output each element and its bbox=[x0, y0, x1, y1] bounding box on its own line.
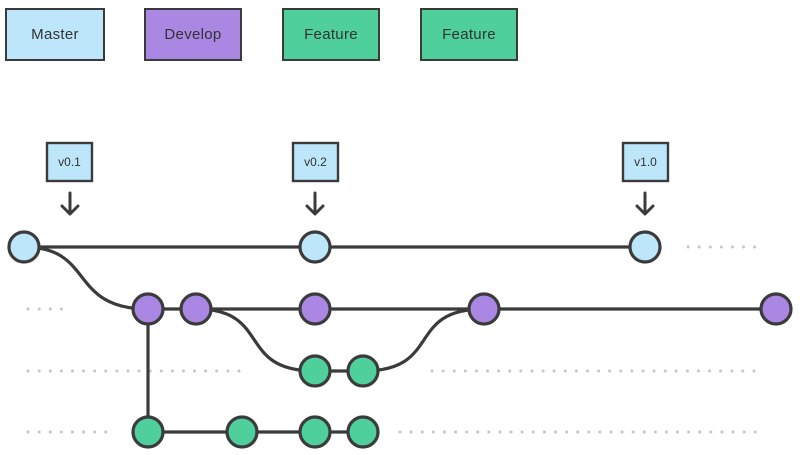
feature-1-commit bbox=[298, 354, 332, 388]
tag-v1-0-label: v1.0 bbox=[634, 155, 657, 169]
develop-commit bbox=[759, 292, 793, 326]
legend-feature-1-label: Feature bbox=[304, 26, 358, 43]
legend-develop-label: Develop bbox=[164, 26, 222, 43]
feature-2-commit bbox=[131, 415, 165, 449]
arrow-down-icon bbox=[305, 191, 325, 216]
tag-v0-2-box bbox=[291, 141, 340, 183]
develop-branch-off-curve bbox=[22, 245, 150, 311]
feature-1-branch-off-curve bbox=[194, 307, 317, 373]
master-commit bbox=[628, 230, 662, 264]
feature-1-commit bbox=[346, 354, 380, 388]
legend-feature-2: Feature bbox=[420, 8, 518, 61]
develop-commit bbox=[467, 292, 501, 326]
legend-feature-2-label: Feature bbox=[442, 26, 496, 43]
arrow-down-icon bbox=[60, 191, 80, 216]
master-commit bbox=[298, 230, 332, 264]
tag-v0-1-box bbox=[45, 141, 94, 183]
develop-commit bbox=[131, 292, 165, 326]
feature-1-merge-curve bbox=[361, 307, 486, 373]
feature-2-commit bbox=[225, 415, 259, 449]
tag-v1-0: v1.0 bbox=[621, 141, 670, 216]
master-commit bbox=[7, 230, 41, 264]
tag-v0-2: v0.2 bbox=[291, 141, 340, 216]
develop-commit bbox=[298, 292, 332, 326]
feature-2-commit bbox=[298, 415, 332, 449]
develop-commit bbox=[179, 292, 213, 326]
tag-v0-2-label: v0.2 bbox=[304, 155, 327, 169]
legend-develop: Develop bbox=[144, 8, 242, 61]
legend-master-label: Master bbox=[31, 26, 79, 43]
feature-2-commit bbox=[346, 415, 380, 449]
legend-feature-1: Feature bbox=[282, 8, 380, 61]
tag-v0-1-label: v0.1 bbox=[58, 155, 81, 169]
tag-v1-0-box bbox=[621, 141, 670, 183]
legend-master: Master bbox=[5, 8, 105, 61]
tag-v0-1: v0.1 bbox=[45, 141, 94, 216]
arrow-down-icon bbox=[635, 191, 655, 216]
